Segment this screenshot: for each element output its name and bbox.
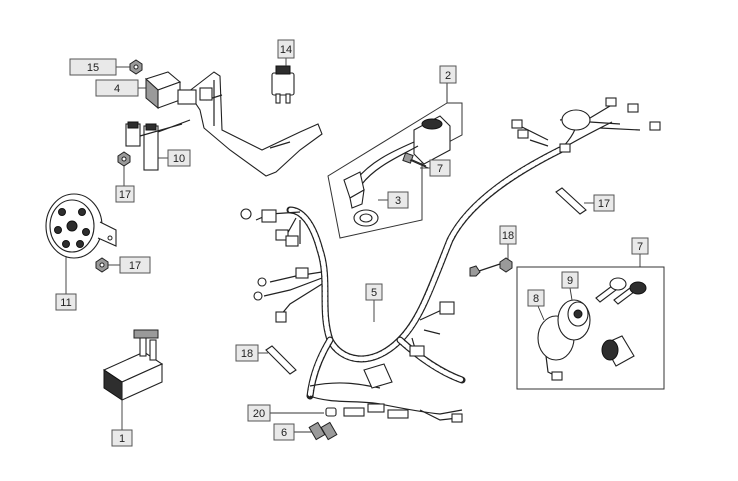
svg-text:10: 10 bbox=[173, 153, 185, 165]
seal-ring-part-3 bbox=[353, 209, 379, 227]
callout-4: 4 bbox=[95, 79, 139, 97]
callout-19: 18 bbox=[499, 225, 517, 245]
callout-18-right: 17 bbox=[593, 194, 615, 212]
svg-text:9: 9 bbox=[567, 275, 573, 287]
fuse-set-part-6 bbox=[308, 421, 338, 441]
lock-cylinder-part-9 bbox=[557, 299, 591, 341]
callout-14: 14 bbox=[277, 39, 295, 59]
svg-text:7: 7 bbox=[437, 163, 443, 175]
callout-17-bottom: 17 bbox=[119, 256, 151, 274]
svg-text:5: 5 bbox=[371, 287, 377, 299]
svg-text:1: 1 bbox=[119, 433, 125, 445]
bolt-part-15 bbox=[402, 152, 429, 169]
fuse-part-20 bbox=[325, 407, 337, 417]
callout-18-left: 18 bbox=[235, 344, 259, 362]
svg-text:11: 11 bbox=[60, 297, 71, 309]
callout-1: 1 bbox=[111, 429, 133, 447]
svg-text:15: 15 bbox=[87, 62, 99, 74]
callout-20: 20 bbox=[247, 404, 271, 422]
svg-text:17: 17 bbox=[119, 189, 131, 201]
callout-6: 6 bbox=[273, 423, 295, 441]
flasher-relay-part-4 bbox=[144, 71, 182, 110]
svg-text:18: 18 bbox=[502, 230, 514, 242]
svg-text:3: 3 bbox=[395, 195, 401, 207]
svg-text:17: 17 bbox=[129, 260, 141, 272]
callout-10: 10 bbox=[167, 149, 191, 167]
svg-text:7: 7 bbox=[637, 241, 643, 253]
cable-tie-part-18-right bbox=[555, 187, 587, 215]
nut-17-mid bbox=[117, 151, 131, 167]
mounting-bracket bbox=[177, 71, 323, 177]
spark-plug-cap bbox=[343, 171, 365, 209]
ignition-coil-part-2 bbox=[355, 115, 451, 185]
svg-text:8: 8 bbox=[533, 293, 539, 305]
nut-17-bottom bbox=[95, 257, 109, 273]
relay-part-14 bbox=[271, 65, 295, 104]
callout-5: 5 bbox=[365, 283, 383, 301]
key-set bbox=[595, 277, 647, 305]
callout-9: 9 bbox=[561, 271, 579, 289]
svg-text:4: 4 bbox=[114, 83, 120, 95]
horn-part-11 bbox=[45, 193, 117, 259]
cable-tie-part-18-left bbox=[265, 345, 297, 375]
svg-text:14: 14 bbox=[280, 44, 292, 56]
svg-text:6: 6 bbox=[281, 427, 287, 439]
svg-text:2: 2 bbox=[445, 70, 451, 82]
callout-17-top: 15 bbox=[69, 58, 117, 76]
lock-set-group-frame bbox=[516, 266, 665, 390]
fuse-holder-part-10 bbox=[125, 119, 191, 171]
callout-7: 7 bbox=[631, 237, 649, 255]
svg-text:20: 20 bbox=[253, 408, 265, 420]
seat-lock-cylinder bbox=[601, 335, 635, 367]
callout-11: 11 bbox=[55, 293, 77, 311]
callout-3: 3 bbox=[387, 191, 409, 209]
regulator-part-1 bbox=[102, 329, 164, 401]
callout-15: 7 bbox=[429, 159, 451, 177]
callout-8: 8 bbox=[527, 289, 545, 307]
svg-text:17: 17 bbox=[598, 198, 610, 210]
nut-17-top bbox=[129, 59, 143, 75]
callout-2: 2 bbox=[439, 65, 457, 84]
callout-17-mid: 17 bbox=[115, 185, 135, 203]
screw-part-19 bbox=[469, 257, 513, 277]
main-wire-harness-part-5 bbox=[240, 97, 661, 423]
svg-text:18: 18 bbox=[241, 348, 253, 360]
